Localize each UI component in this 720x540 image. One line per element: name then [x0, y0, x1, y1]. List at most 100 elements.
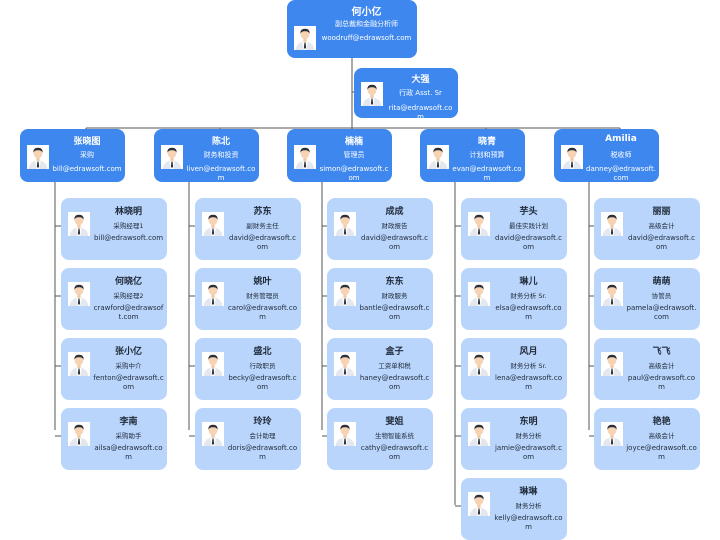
person-title: 高级会计	[648, 432, 675, 440]
person-title: 采购助手	[115, 432, 142, 440]
person-email: david@edrawsoft.com	[361, 234, 428, 251]
person-title: 生物智能系统	[375, 432, 414, 440]
person-name: 姚叶	[253, 277, 272, 287]
person-avatar-icon	[601, 422, 623, 447]
department-head-card[interactable]: 张晓图采购 bill@edrawsoft.com	[20, 129, 125, 182]
person-title: 财务分析 Sr.	[510, 292, 547, 300]
person-name: 林晓明	[114, 207, 142, 217]
person-avatar-icon	[468, 352, 490, 377]
assistant-card[interactable]: 大强行政 Asst. Sr rita@edrawsoft.com	[354, 68, 458, 118]
person-title: 财务和投资	[203, 151, 239, 159]
person-email: jamie@edrawsoft.com	[494, 444, 563, 461]
person-name: 李南	[119, 417, 138, 427]
person-name: 何小亿	[351, 7, 382, 18]
person-avatar-icon	[294, 145, 316, 170]
person-title: 副总裁和金融分析师	[335, 20, 398, 28]
person-name: 楠楠	[344, 137, 363, 147]
person-email: fenton@edrawsoft.com	[93, 374, 164, 391]
member-card[interactable]: 张小亿采购中介 fenton@edrawsoft.com	[61, 338, 167, 400]
person-name: 玲玲	[253, 417, 272, 427]
member-card[interactable]: 琳儿财务分析 Sr.elsa@edrawsoft.com	[461, 268, 567, 330]
person-title: 高级会计	[648, 222, 675, 230]
person-name: 芋头	[519, 207, 538, 217]
person-title: 财务分析	[515, 502, 542, 510]
person-email: crawford@edrawsoft.com	[93, 304, 164, 321]
person-title: 协管员	[651, 292, 672, 300]
person-title: 采购	[80, 151, 94, 159]
person-name: 苏东	[253, 207, 272, 217]
person-avatar-icon	[601, 352, 623, 377]
person-title: 采购经理1	[113, 222, 144, 230]
person-title: 财务分析	[515, 432, 542, 440]
person-email: rita@edrawsoft.com	[388, 104, 453, 118]
person-name: 飞飞	[652, 347, 671, 357]
person-title: 税收师	[610, 151, 632, 159]
person-email: david@edrawsoft.com	[229, 234, 296, 251]
person-avatar-icon	[427, 145, 449, 170]
person-name: 琳儿	[519, 277, 538, 287]
person-name: Amilia	[605, 134, 637, 144]
person-title: 财务管理员	[246, 292, 279, 300]
person-avatar-icon	[68, 282, 90, 307]
person-email: ailsa@edrawsoft.com	[94, 444, 163, 461]
person-title: 管理员	[343, 151, 365, 159]
person-title: 高级会计	[648, 362, 675, 370]
person-avatar-icon	[68, 352, 90, 377]
person-title: 采购中介	[115, 362, 142, 370]
person-email: cathy@edrawsoft.com	[360, 444, 429, 461]
person-name: 盛北	[253, 347, 272, 357]
person-avatar-icon	[334, 422, 356, 447]
person-email: kelly@edrawsoft.com	[494, 514, 563, 531]
member-card[interactable]: 姚叶财务管理员 carol@edrawsoft.com	[195, 268, 301, 330]
person-name: 大强	[411, 75, 430, 85]
person-avatar-icon	[334, 352, 356, 377]
person-email: paul@edrawsoft.com	[627, 374, 696, 391]
member-card[interactable]: 飞飞高级会计 paul@edrawsoft.com	[594, 338, 700, 400]
person-avatar-icon	[294, 26, 316, 51]
person-name: 丽丽	[652, 207, 671, 217]
member-card[interactable]: 风月财务分析 Sr.lena@edrawsoft.com	[461, 338, 567, 400]
person-email: bantle@edrawsoft.com	[359, 304, 430, 321]
person-name: 艳艳	[652, 417, 671, 427]
person-email: pamela@edrawsoft.com	[626, 304, 697, 321]
person-name: 陈北	[211, 137, 230, 147]
person-name: 盒子	[385, 347, 404, 357]
person-title: 会计助理	[249, 432, 276, 440]
person-avatar-icon	[468, 422, 490, 447]
person-avatar-icon	[468, 212, 490, 237]
person-avatar-icon	[361, 82, 383, 107]
person-name: 成成	[385, 207, 404, 217]
person-name: 张小亿	[114, 347, 142, 357]
person-avatar-icon	[468, 282, 490, 307]
person-name: 张晓图	[73, 137, 101, 147]
person-title: 财务分析 Sr.	[510, 362, 547, 370]
person-avatar-icon	[334, 212, 356, 237]
person-title: 行政 Asst. Sr	[399, 89, 442, 97]
person-name: 何晓亿	[114, 277, 142, 287]
member-card[interactable]: 李南采购助手 ailsa@edrawsoft.com	[61, 408, 167, 470]
person-avatar-icon	[202, 352, 224, 377]
person-email: bill@edrawsoft.com	[52, 165, 122, 173]
person-email: carol@edrawsoft.com	[227, 304, 298, 321]
